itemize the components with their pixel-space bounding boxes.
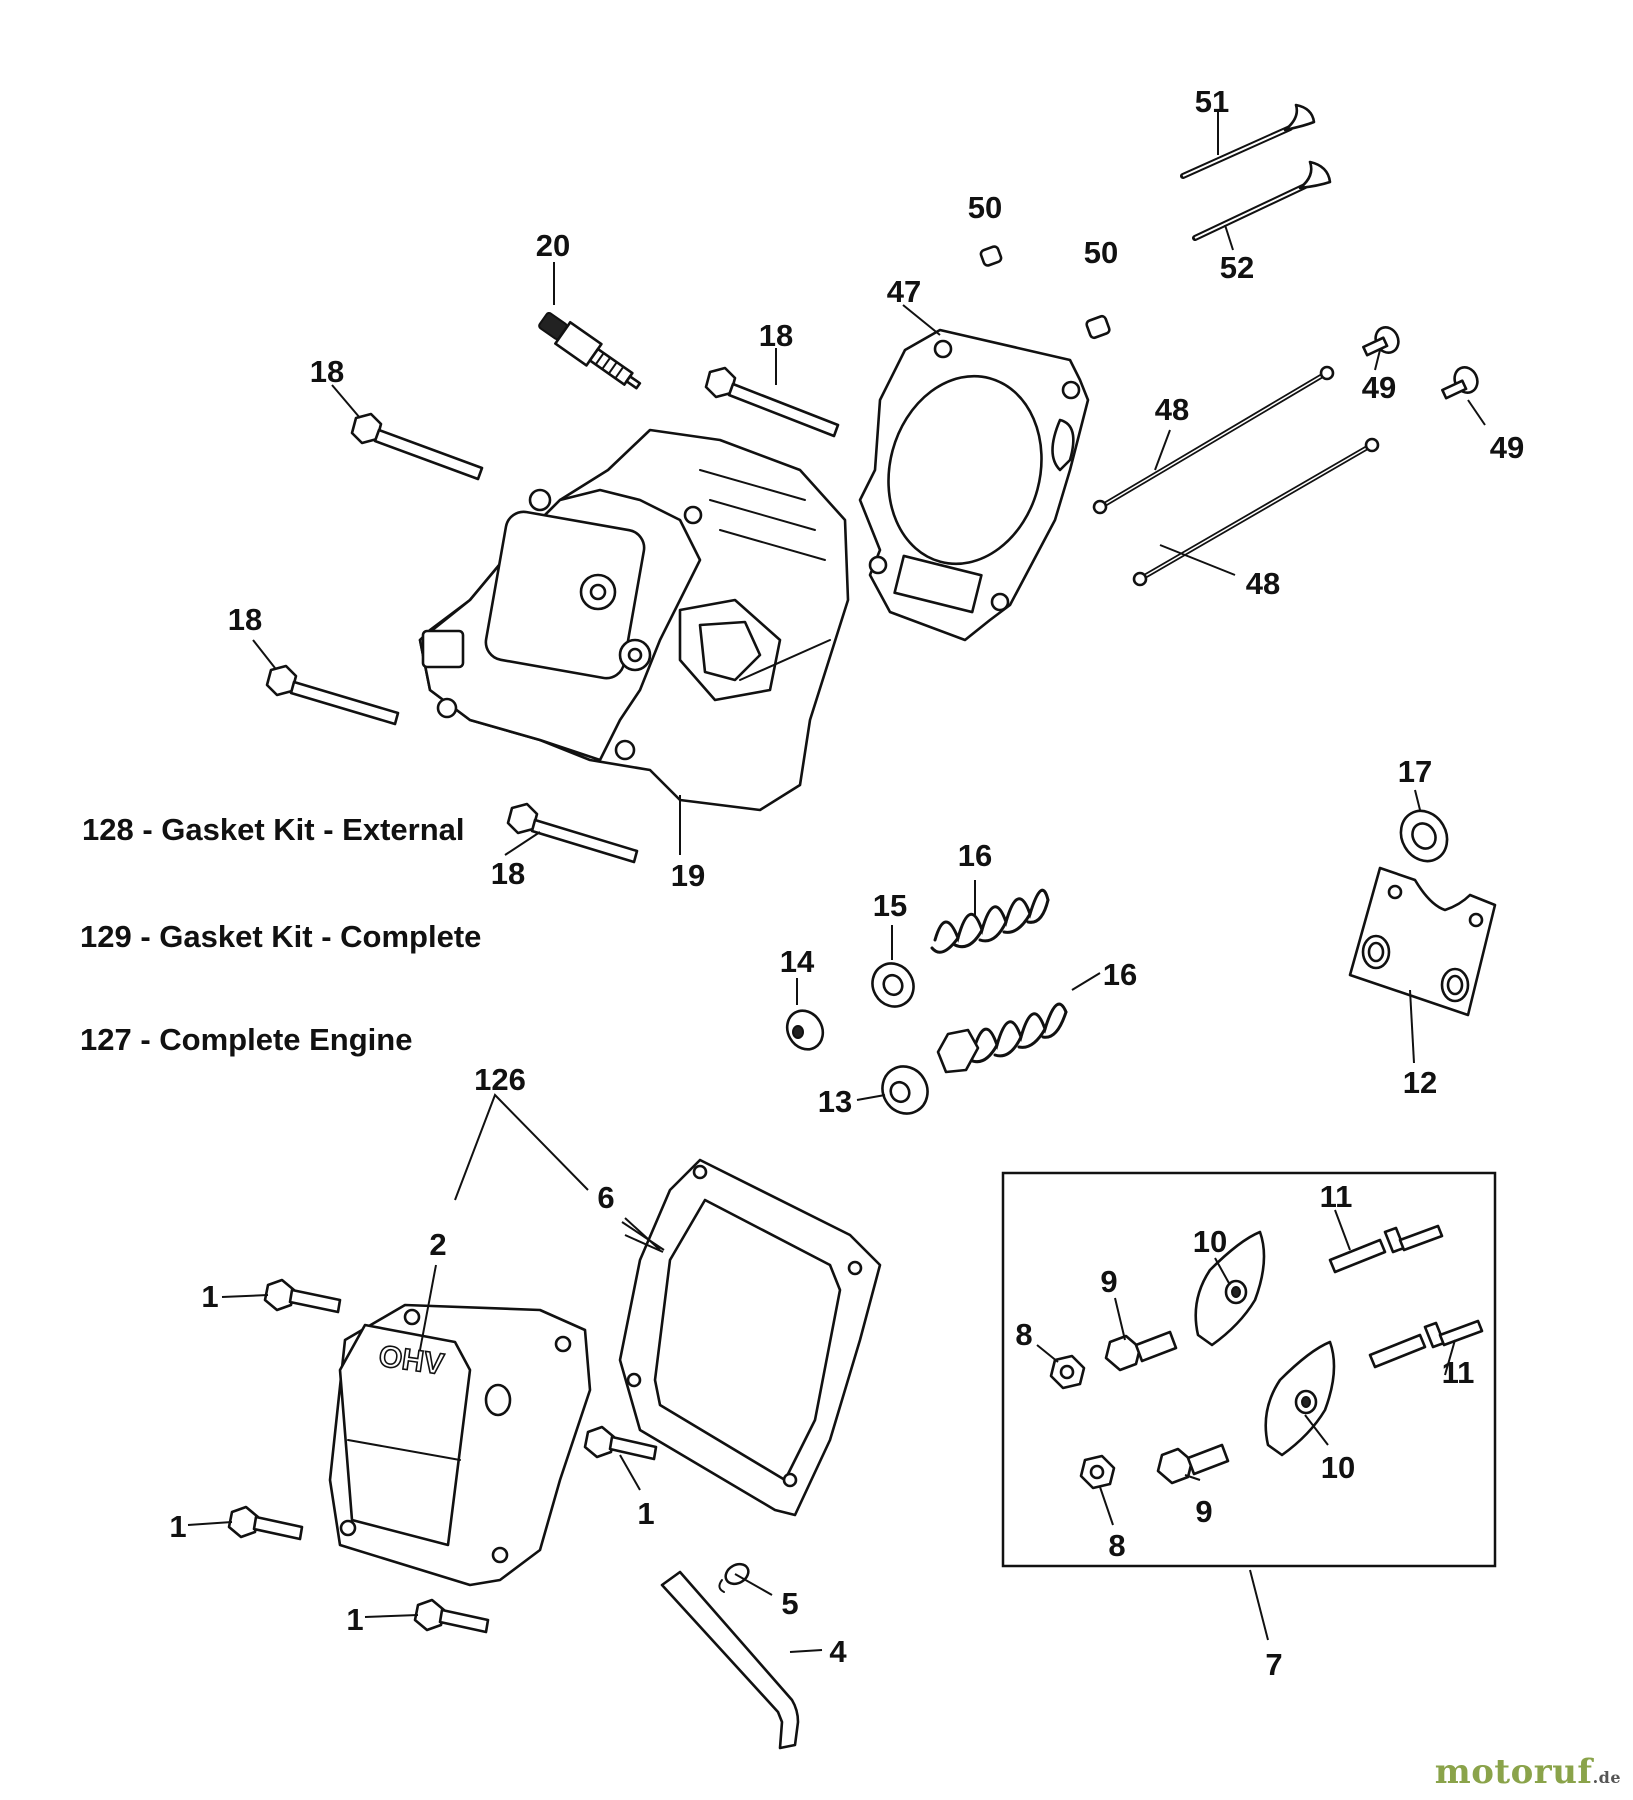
callout-50b: 50 [1084, 235, 1118, 270]
callout-9a: 9 [1100, 1264, 1117, 1299]
rocker-arm-10b [1264, 1340, 1336, 1457]
callout-10a: 10 [1193, 1224, 1227, 1259]
dowel-pin-50a [979, 245, 1003, 267]
exhaust-valve-52 [1192, 160, 1332, 241]
callout-1a: 1 [201, 1279, 218, 1314]
callout-18b: 18 [310, 354, 344, 389]
callout-1d: 1 [637, 1496, 654, 1531]
retainer-13 [881, 1065, 929, 1115]
watermark-suffix: .de [1592, 1768, 1621, 1787]
bolt-1c [413, 1598, 490, 1634]
callout-49a: 49 [1362, 370, 1396, 405]
lock-nut-8b [1079, 1454, 1116, 1490]
legend-gasket-kit-external: 128 - Gasket Kit - External [82, 812, 465, 847]
callout-51: 51 [1195, 84, 1229, 119]
bolt-1d [583, 1425, 658, 1461]
push-rod-48a [1092, 365, 1335, 515]
seal-14 [785, 1009, 825, 1051]
callout-18a: 18 [759, 318, 793, 353]
plate-12 [1348, 866, 1497, 1017]
callout-11b: 11 [1442, 1355, 1475, 1390]
callout-18d: 18 [491, 856, 525, 891]
callout-8a: 8 [1015, 1317, 1032, 1352]
callout-17: 17 [1398, 754, 1432, 789]
bolt-18b [350, 412, 484, 481]
callout-10b: 10 [1321, 1450, 1355, 1485]
cover-gasket-6 [618, 1158, 882, 1517]
callout-11a: 11 [1320, 1179, 1353, 1214]
legend-gasket-kit-complete: 129 - Gasket Kit - Complete [80, 919, 481, 954]
callout-47: 47 [887, 274, 921, 309]
head-gasket-47 [858, 328, 1090, 642]
callout-numbers: 51 52 50 50 20 47 18 18 18 18 49 49 48 4… [169, 84, 1524, 1682]
callout-18c: 18 [228, 602, 262, 637]
callout-49b: 49 [1490, 430, 1524, 465]
breather-tube-4 [660, 1570, 800, 1750]
callout-8b: 8 [1108, 1528, 1125, 1563]
callout-12: 12 [1403, 1065, 1437, 1100]
callout-15: 15 [873, 888, 907, 923]
retainer-15 [871, 962, 915, 1008]
dowel-pin-50b [1085, 314, 1111, 340]
legend: 128 - Gasket Kit - External 129 - Gasket… [80, 812, 481, 1057]
legend-complete-engine: 127 - Complete Engine [80, 1022, 412, 1057]
callout-16b: 16 [1103, 957, 1137, 992]
push-rod-48b [1132, 437, 1380, 587]
callout-20: 20 [536, 228, 570, 263]
callout-1b: 1 [169, 1509, 186, 1544]
pivot-bolt-9a [1104, 1330, 1178, 1372]
kit-box-7 [1001, 1171, 1497, 1568]
watermark-brand: motoruf [1434, 1752, 1593, 1792]
callout-4: 4 [829, 1634, 847, 1669]
callout-5: 5 [781, 1586, 798, 1621]
intake-valve-51 [1180, 103, 1316, 179]
cylinder-head-19 [418, 428, 850, 812]
valve-cap-49b [1441, 366, 1479, 400]
callout-48a: 48 [1155, 392, 1189, 427]
rocker-stud-11a [1328, 1224, 1444, 1274]
spark-plug-20 [538, 311, 642, 390]
callout-126: 126 [474, 1062, 526, 1097]
callout-6: 6 [597, 1180, 614, 1215]
valve-cap-49a [1362, 326, 1400, 357]
rocker-arm-10a [1194, 1230, 1266, 1347]
callout-50a: 50 [968, 190, 1002, 225]
bolt-18c [265, 664, 400, 726]
lock-nut-8a [1049, 1354, 1086, 1390]
callout-52: 52 [1220, 250, 1254, 285]
callout-2: 2 [429, 1227, 446, 1262]
watermark-logo: motoruf.de [1435, 1752, 1621, 1792]
callout-9b: 9 [1195, 1494, 1212, 1529]
bolt-1a [263, 1278, 342, 1314]
clamp-5 [718, 1562, 750, 1593]
callout-19: 19 [671, 858, 705, 893]
bolt-1b [227, 1505, 304, 1541]
valve-spring-16a [930, 886, 1050, 962]
callout-48b: 48 [1246, 566, 1280, 601]
leader-lines [187, 110, 1486, 1653]
callout-14: 14 [780, 944, 815, 979]
callout-7: 7 [1265, 1647, 1282, 1682]
callout-16a: 16 [958, 838, 992, 873]
bolt-18a [704, 366, 840, 438]
bolt-18d [506, 802, 639, 864]
rocker-cover-2: OHV [328, 1303, 592, 1587]
seal-17 [1399, 809, 1449, 863]
callout-1c: 1 [346, 1602, 363, 1637]
valve-spring-16b [936, 1002, 1068, 1074]
callout-13: 13 [818, 1084, 852, 1119]
rocker-stud-11b [1368, 1319, 1484, 1369]
